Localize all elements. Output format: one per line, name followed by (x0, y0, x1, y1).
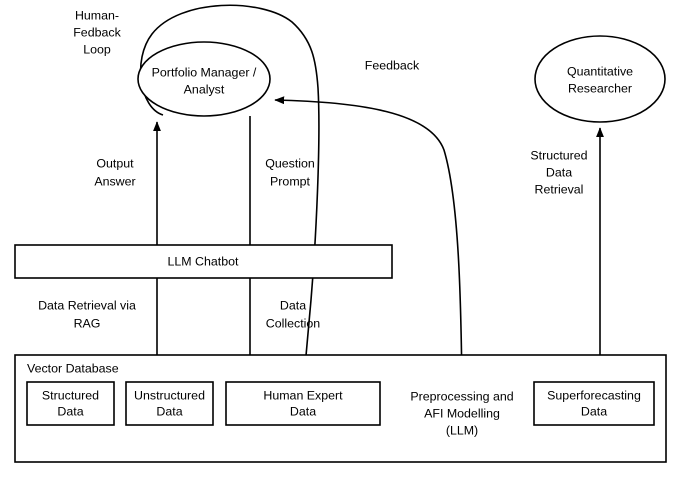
human-feedback-loop-line3: Loop (83, 42, 111, 56)
edge-label-feedback: Feedback (365, 58, 420, 72)
quantitative-researcher-label-line1: Quantitative (567, 64, 633, 78)
data-collection-line1: Data (280, 298, 306, 312)
output-answer-line1: Output (96, 156, 134, 170)
edge-feedback (274, 96, 463, 389)
portfolio-manager-label-line1: Portfolio Manager / (152, 65, 257, 79)
node-structured-data[interactable]: Structured Data (26, 381, 115, 426)
superforecasting-data-label-line1: Superforecasting (547, 388, 641, 402)
edge-label-output-answer: Output Answer (94, 156, 135, 188)
unstructured-data-label-line1: Unstructured (134, 388, 205, 402)
data-retrieval-rag-line2: RAG (74, 316, 101, 330)
unstructured-data-box[interactable] (125, 381, 214, 426)
edge-label-question-prompt: Question Prompt (265, 156, 315, 188)
quantitative-researcher-label-line2: Researcher (568, 81, 632, 95)
portfolio-manager-ellipse[interactable] (137, 41, 271, 117)
question-prompt-line1: Question (265, 156, 315, 170)
structured-data-retrieval-line3: Retrieval (535, 182, 584, 196)
human-expert-data-label-line1: Human Expert (263, 388, 343, 402)
edge-label-human-feedback-loop: Human- Fedback Loop (73, 8, 121, 56)
superforecasting-data-label-line2: Data (581, 404, 607, 418)
node-unstructured-data[interactable]: Unstructured Data (125, 381, 214, 426)
unstructured-data-label-line2: Data (156, 404, 182, 418)
preprocessing-afi-line1: Preprocessing and (410, 389, 513, 403)
llm-chatbot-label: LLM Chatbot (168, 254, 240, 268)
edge-human-feedback-loop (139, 4, 320, 379)
edge-label-preprocessing-afi: Preprocessing and AFI Modelling (LLM) (410, 389, 513, 437)
superforecasting-data-box[interactable] (533, 381, 655, 426)
node-superforecasting-data[interactable]: Superforecasting Data (533, 381, 655, 426)
edge-label-data-collection: Data Collection (266, 298, 321, 330)
structured-data-label-line1: Structured (42, 388, 99, 402)
portfolio-manager-label-line2: Analyst (184, 82, 225, 96)
edge-label-structured-data-retrieval: Structured Data Retrieval (530, 148, 587, 196)
node-human-expert-data[interactable]: Human Expert Data (225, 381, 381, 426)
structured-data-retrieval-line2: Data (546, 165, 572, 179)
human-expert-data-label-line2: Data (290, 404, 316, 418)
preprocessing-afi-line3: (LLM) (446, 423, 478, 437)
structured-data-retrieval-line1: Structured (530, 148, 587, 162)
human-feedback-loop-line2: Fedback (73, 25, 121, 39)
data-retrieval-rag-line1: Data Retrieval via (38, 298, 136, 312)
edge-label-data-retrieval-rag: Data Retrieval via RAG (38, 298, 136, 330)
structured-data-box[interactable] (26, 381, 115, 426)
llm-chatbot-box[interactable] (14, 244, 393, 279)
question-prompt-line2: Prompt (270, 174, 310, 188)
output-answer-line2: Answer (94, 174, 135, 188)
feedback-line1: Feedback (365, 58, 420, 72)
vector-database-label: Vector Database (27, 361, 119, 375)
quantitative-researcher-ellipse[interactable] (534, 35, 666, 123)
node-quantitative-researcher[interactable]: Quantitative Researcher (534, 35, 666, 123)
human-feedback-loop-line1: Human- (75, 8, 119, 22)
preprocessing-afi-line2: AFI Modelling (424, 406, 500, 420)
data-collection-line2: Collection (266, 316, 321, 330)
human-expert-data-box[interactable] (225, 381, 381, 426)
structured-data-label-line2: Data (57, 404, 83, 418)
node-portfolio-manager[interactable]: Portfolio Manager / Analyst (137, 41, 271, 117)
node-llm-chatbot[interactable]: LLM Chatbot (14, 244, 393, 279)
